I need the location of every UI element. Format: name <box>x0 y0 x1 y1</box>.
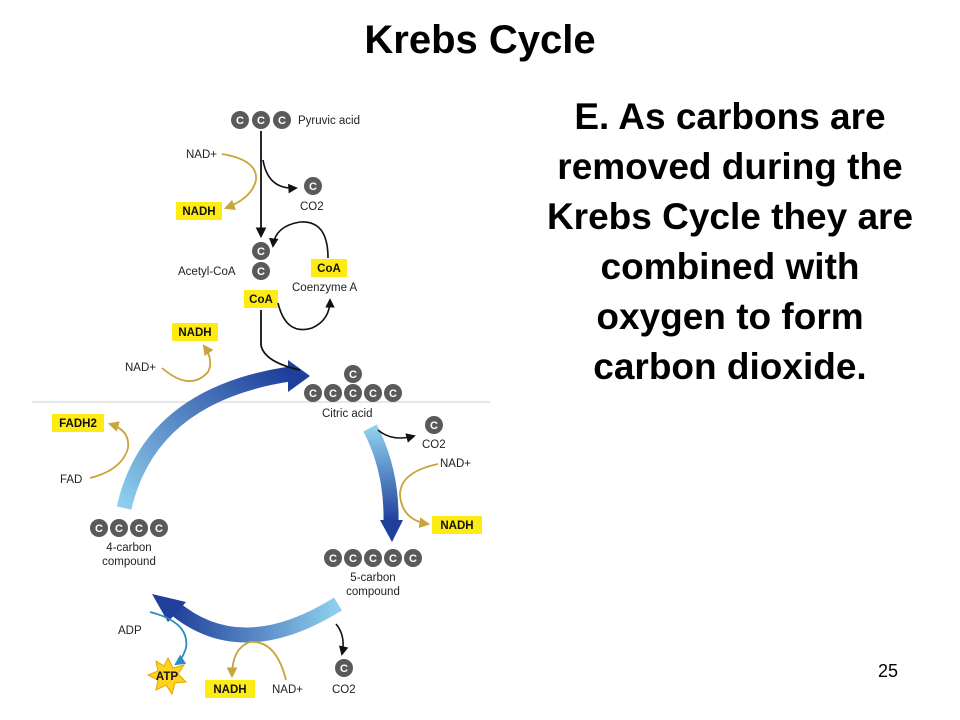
co2-right-carbon <box>425 416 443 434</box>
atp-burst <box>146 656 188 696</box>
bullet-line: combined with <box>600 246 860 287</box>
co2-top-carbon <box>304 177 322 195</box>
five-carbon-label-2: compound <box>346 586 400 598</box>
page-number: 25 <box>878 661 899 681</box>
cycle-arrow-top <box>116 360 310 510</box>
fadh2-label: FADH2 <box>59 418 97 430</box>
nadh-left-arrow <box>161 344 214 382</box>
fad-label: FAD <box>60 474 82 486</box>
nadh-top-box <box>176 202 222 220</box>
pyruvic-acid-molecule: C C C <box>231 111 291 129</box>
svg-text:C: C <box>329 553 337 565</box>
nadh-left-box <box>172 323 218 341</box>
bullet-line: E. As carbons are <box>500 92 960 142</box>
svg-text:C: C <box>340 663 348 675</box>
five-carbon-molecule: C C C C C <box>324 549 422 567</box>
svg-text:C: C <box>95 523 103 535</box>
citric-acid-label: Citric acid <box>322 408 372 420</box>
atp-arrow <box>149 611 188 666</box>
svg-text:C: C <box>257 246 265 258</box>
pyruvic-acid-label: Pyruvic acid <box>298 115 360 127</box>
fadh2-box <box>52 414 104 432</box>
coa-box <box>311 259 347 277</box>
svg-text:C: C <box>135 523 143 535</box>
adp-label: ADP <box>118 625 142 637</box>
four-carbon-molecule: C C C C <box>90 519 168 537</box>
acetyl-coa-label: Acetyl-CoA <box>178 266 236 278</box>
coenzyme-in-arrow <box>268 221 329 259</box>
cycle-arrow-right <box>363 424 403 542</box>
nadh-bottom-arrow <box>226 641 287 681</box>
nadh-bottom-box <box>205 680 255 698</box>
svg-text:C: C <box>257 115 265 127</box>
bullet-line: oxygen to form <box>596 296 864 337</box>
co2-top-arrow <box>262 159 298 194</box>
nad-left-label: NAD+ <box>125 362 156 374</box>
co2-right-arrow <box>377 429 416 443</box>
svg-text:C: C <box>389 388 397 400</box>
slide-title: Krebs Cycle <box>364 18 596 62</box>
bullet-line: carbon dioxide. <box>593 346 867 387</box>
co2-right-label: CO2 <box>422 439 446 451</box>
svg-text:C: C <box>309 181 317 193</box>
nad-top-label: NAD+ <box>186 149 217 161</box>
nadh-right-label: NADH <box>440 520 473 532</box>
cycle-arrow-bottom <box>152 594 342 643</box>
nadh-left-label: NADH <box>178 327 211 339</box>
co2-bottom-label: CO2 <box>332 684 356 696</box>
acetyl-coa-molecule: C C <box>252 242 270 280</box>
nadh-top-label: NADH <box>182 206 215 218</box>
svg-text:C: C <box>329 388 337 400</box>
coa-bottom-box <box>244 290 278 308</box>
svg-text:C: C <box>278 115 286 127</box>
nadh-bottom-label: NADH <box>213 684 246 696</box>
svg-text:C: C <box>389 553 397 565</box>
svg-text:C: C <box>349 553 357 565</box>
bullet-prefix: E. <box>574 96 610 137</box>
atp-label: ATP <box>156 671 178 683</box>
acetyl-to-cycle-arrow <box>260 310 301 371</box>
svg-text:C: C <box>349 369 357 381</box>
co2-bottom-carbon <box>335 659 353 677</box>
four-carbon-label-2: compound <box>102 556 156 568</box>
nad-bottom-label: NAD+ <box>272 684 303 696</box>
five-carbon-label-1: 5-carbon <box>350 572 395 584</box>
coa-label: CoA <box>317 263 341 275</box>
svg-text:C: C <box>236 115 244 127</box>
nad-right-label: NAD+ <box>440 458 471 470</box>
bullet-line: removed during the <box>557 146 903 187</box>
nadh-top-arrow <box>221 153 257 210</box>
svg-text:C: C <box>115 523 123 535</box>
bullet-line: Krebs Cycle they are <box>546 196 914 237</box>
four-carbon-label-1: 4-carbon <box>106 542 151 554</box>
bullet-text: E. As carbons are removed during the Kre… <box>500 92 960 392</box>
svg-text:C: C <box>349 388 357 400</box>
nadh-right-box <box>432 516 482 534</box>
co2-bottom-arrow <box>335 623 349 656</box>
nadh-right-arrow <box>399 463 439 529</box>
citric-acid-molecule: C C C C C C <box>304 365 402 402</box>
fadh2-arrow <box>89 421 130 479</box>
bullet-line-text: As carbons are <box>618 96 886 137</box>
coenzyme-a-label: Coenzyme A <box>292 282 358 294</box>
krebs-cycle-diagram: C C C Pyruvic acid NAD+ NADH C CO2 C C A… <box>32 111 490 698</box>
svg-text:C: C <box>155 523 163 535</box>
svg-text:C: C <box>369 388 377 400</box>
coa-bottom-label: CoA <box>249 294 273 306</box>
svg-text:C: C <box>430 420 438 432</box>
co2-top-label: CO2 <box>300 201 324 213</box>
coenzyme-out-arrow <box>277 298 335 331</box>
svg-text:C: C <box>309 388 317 400</box>
svg-text:C: C <box>257 266 265 278</box>
svg-text:C: C <box>369 553 377 565</box>
svg-text:C: C <box>409 553 417 565</box>
